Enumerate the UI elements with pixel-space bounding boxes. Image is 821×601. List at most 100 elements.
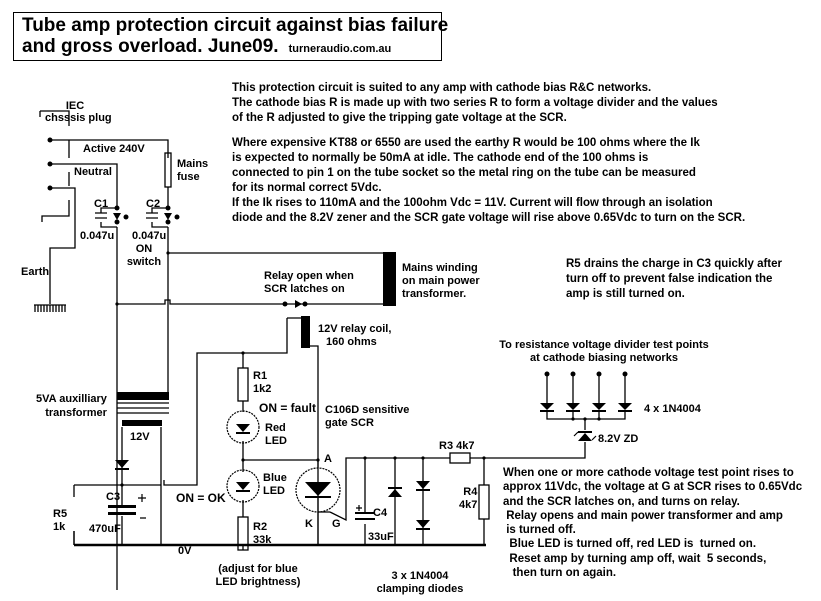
- label-line: SCR latches on: [264, 283, 345, 295]
- title-box: Tube amp protection circuit against bias…: [13, 12, 449, 61]
- aux-transformer-primary: [117, 392, 169, 400]
- aux-transformer-secondary: [122, 420, 162, 426]
- c3-capacitor: [108, 505, 136, 508]
- c1-capacitor: [95, 207, 117, 228]
- r5-label: R5 1k: [53, 508, 67, 534]
- active-label: Active 240V: [83, 143, 145, 155]
- mains-winding: [383, 252, 396, 306]
- scr-cathode-label: K: [305, 518, 313, 530]
- note-line: Blue LED is turned off, red LED is turne…: [503, 538, 757, 551]
- switch-label: ON switch: [126, 243, 162, 269]
- wire-zener: [484, 442, 586, 459]
- mains-winding-label: Mains winding on main power transformer.: [402, 262, 480, 301]
- intro-note: This protection circuit is suited to any…: [232, 81, 718, 126]
- iec-plug-outline: [39, 110, 70, 126]
- note-line: diode and the 8.2V zener and the SCR gat…: [232, 212, 746, 224]
- wire-earth: [49, 187, 76, 304]
- wire-relay-coil: [287, 317, 319, 545]
- r1-label: R1 1k2: [253, 370, 271, 396]
- wire-secondary: [121, 427, 162, 545]
- note-line: R5 drains the charge in C3 quickly after: [566, 258, 783, 270]
- title-line-2-text: and gross overload. June09.: [22, 36, 279, 57]
- label-line: switch: [126, 256, 162, 268]
- label-line: 5VA auxilliary: [36, 393, 107, 405]
- neutral-label: Neutral: [74, 166, 112, 178]
- wire-mains-bottom: [117, 299, 384, 305]
- earth-symbol: [34, 304, 66, 312]
- wire-iso-diodes: [546, 374, 626, 430]
- c1-value: 0.047u: [80, 230, 115, 242]
- zero-volt-label: 0V: [178, 545, 192, 557]
- note-line: of the R adjusted to give the tripping g…: [232, 112, 567, 124]
- aux-transformer-label: 5VA auxilliary transformer: [36, 393, 107, 420]
- label-line: clamping diodes: [376, 583, 464, 595]
- note-line: turn off to prevent false indication the: [566, 273, 773, 285]
- wire-active: [50, 139, 169, 158]
- label-line: R5: [53, 508, 68, 520]
- website-label: turneraudio.com.au: [288, 43, 392, 55]
- c2-name: C2: [146, 198, 161, 210]
- scr-gate-label: G: [332, 518, 341, 530]
- example-note: Where expensive KT88 or 6550 are used th…: [232, 136, 745, 226]
- iec-plug-outline: [41, 140, 70, 222]
- wire-neutral: [50, 163, 118, 208]
- r3-label: R3 4k7: [439, 440, 475, 452]
- secondary-voltage-label: 12V: [130, 431, 150, 443]
- c1-name: C1: [94, 198, 109, 210]
- label-line: Mains winding: [402, 262, 478, 274]
- r2-adjust-note: (adjust for blue LED brightness): [203, 563, 313, 589]
- c4-value: 33uF: [368, 531, 394, 543]
- note-line: for its normal correct 5Vdc.: [232, 182, 382, 194]
- title-line-1: Tube amp protection circuit against bias…: [22, 15, 449, 36]
- c4-name: C4: [373, 507, 388, 519]
- iec-plug-label: IEC chsssis plug: [45, 100, 112, 125]
- note-line: Reset amp by turning amp off, wait 5 sec…: [503, 552, 767, 565]
- note-line: amp is still turned on.: [566, 288, 685, 300]
- isolation-diodes-label: 4 x 1N4004: [644, 403, 701, 415]
- red-led-label: Red LED: [265, 422, 287, 448]
- label-line: Blue: [263, 472, 287, 484]
- note-line: Where expensive KT88 or 6550 are used th…: [232, 137, 700, 149]
- test-points-label: To resistance voltage divider test point…: [484, 339, 724, 365]
- label-line: R2: [253, 521, 268, 533]
- title-line-2: and gross overload. June09. turneraudio.c…: [22, 36, 441, 60]
- label-line: C106D sensitive: [325, 404, 410, 416]
- earth-label: Earth: [21, 266, 50, 278]
- label-line: 12V relay coil,: [318, 323, 392, 335]
- note-line: is expected to normally be 50mA at idle.…: [232, 152, 649, 164]
- label-line: gate SCR: [325, 417, 374, 429]
- note-line: This protection circuit is suited to any…: [232, 82, 652, 94]
- label-line: Mains: [177, 158, 209, 170]
- c3-name: C3: [106, 491, 121, 503]
- label-line: Red: [265, 422, 286, 434]
- clamping-diodes-label: 3 x 1N4004 clamping diodes: [365, 570, 475, 596]
- label-line: 3 x 1N4004: [391, 570, 449, 582]
- blue-led-label: Blue LED: [263, 472, 287, 498]
- scr-label: C106D sensitive gate SCR: [325, 404, 409, 430]
- note-line: then turn on again.: [503, 567, 617, 580]
- label-line: transformer.: [402, 288, 467, 300]
- note-line: If the Ik rises to 110mA and the 100ohm …: [232, 197, 713, 209]
- label-line: R1: [253, 370, 268, 382]
- note-line: approx 11Vdc, the voltage at G at SCR ri…: [503, 481, 803, 494]
- note-line: When one or more cathode voltage test po…: [503, 467, 794, 479]
- label-line: LED: [265, 435, 287, 447]
- r5-note: R5 drains the charge in C3 quickly after…: [566, 257, 782, 302]
- relay-coil-label: 12V relay coil, 160 ohms: [318, 323, 391, 349]
- label-line: fuse: [177, 171, 200, 183]
- zener-label: 8.2V ZD: [598, 433, 639, 445]
- scr-anode-label: A: [324, 453, 332, 465]
- r4-label: R4 4k7: [459, 486, 477, 512]
- r1-resistor: [237, 367, 249, 402]
- note-line: connected to pin 1 on the tube socket so…: [232, 167, 696, 179]
- note-line: The cathode bias R is made up with two s…: [232, 97, 718, 109]
- label-line: transformer: [45, 407, 107, 419]
- label-line: 1k2: [253, 383, 272, 395]
- red-led: [226, 410, 260, 444]
- label-line: Relay open when: [264, 270, 354, 282]
- label-line: LED: [263, 485, 285, 497]
- label-line: on main power: [402, 275, 480, 287]
- blue-led: [226, 469, 260, 503]
- c3-value: 470uF: [89, 523, 121, 535]
